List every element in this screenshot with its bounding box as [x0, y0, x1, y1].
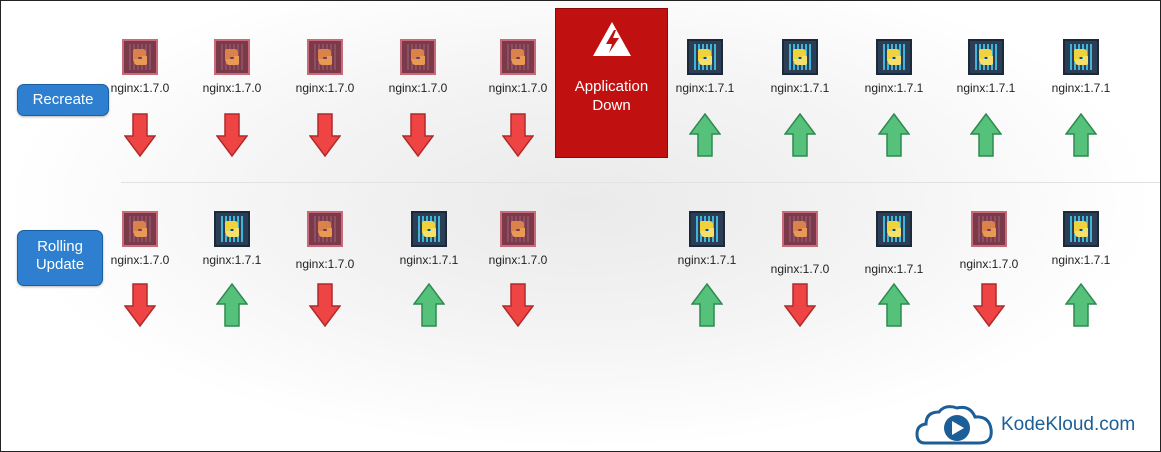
arrow-down-icon: [309, 113, 341, 157]
new-container-image-icon: [968, 39, 1004, 75]
rolling-pod: nginx:1.7.1: [379, 211, 479, 267]
old-container-image-icon: [122, 211, 158, 247]
recreate-pod: nginx:1.7.1: [936, 39, 1036, 95]
new-container-image-icon: [689, 211, 725, 247]
recreate-pod: nginx:1.7.0: [368, 39, 468, 95]
arrow-down-icon: [973, 283, 1005, 327]
old-container-image-icon: [307, 39, 343, 75]
arrow-down-icon: [502, 113, 534, 157]
new-container-image-icon: [687, 39, 723, 75]
pod-version-label: nginx:1.7.0: [110, 253, 170, 267]
old-container-image-icon: [782, 211, 818, 247]
old-container-image-icon: [122, 39, 158, 75]
recreate-pod: nginx:1.7.1: [750, 39, 850, 95]
rolling-pod: nginx:1.7.0: [939, 211, 1039, 271]
recreate-label-text: Recreate: [32, 91, 94, 108]
pod-version-label: nginx:1.7.0: [295, 257, 355, 271]
old-container-image-icon: [400, 39, 436, 75]
arrow-up-icon: [1065, 113, 1097, 157]
new-container-image-icon: [1063, 39, 1099, 75]
old-container-image-icon: [214, 39, 250, 75]
pod-version-label: nginx:1.7.1: [956, 81, 1016, 95]
new-container-image-icon: [876, 39, 912, 75]
pod-version-label: nginx:1.7.0: [959, 257, 1019, 271]
arrow-up-icon: [689, 113, 721, 157]
rolling-label-line2: Update: [35, 256, 85, 273]
pod-version-label: nginx:1.7.1: [864, 81, 924, 95]
arrow-up-icon: [216, 283, 248, 327]
arrow-up-icon: [1065, 283, 1097, 327]
old-container-image-icon: [500, 39, 536, 75]
arrow-up-icon: [970, 113, 1002, 157]
cloud-play-logo-icon: [915, 405, 993, 445]
arrow-down-icon: [784, 283, 816, 327]
new-container-image-icon: [782, 39, 818, 75]
downtime-line1: Application: [574, 78, 649, 95]
rolling-pod: nginx:1.7.0: [468, 211, 568, 267]
pod-version-label: nginx:1.7.1: [770, 81, 830, 95]
arrow-up-icon: [691, 283, 723, 327]
rolling-pod: nginx:1.7.1: [657, 211, 757, 267]
new-container-image-icon: [411, 211, 447, 247]
arrow-down-icon: [402, 113, 434, 157]
arrow-up-icon: [878, 113, 910, 157]
rolling-pod: nginx:1.7.1: [182, 211, 282, 267]
old-container-image-icon: [500, 211, 536, 247]
old-container-image-icon: [971, 211, 1007, 247]
arrow-up-icon: [784, 113, 816, 157]
pod-version-label: nginx:1.7.1: [864, 262, 924, 276]
pod-version-label: nginx:1.7.0: [388, 81, 448, 95]
rolling-pod: nginx:1.7.1: [844, 211, 944, 276]
rolling-pod: nginx:1.7.0: [750, 211, 850, 276]
pod-version-label: nginx:1.7.1: [1051, 253, 1111, 267]
pod-version-label: nginx:1.7.0: [295, 81, 355, 95]
arrow-down-icon: [309, 283, 341, 327]
row-divider: [121, 182, 1160, 183]
new-container-image-icon: [1063, 211, 1099, 247]
pod-version-label: nginx:1.7.1: [202, 253, 262, 267]
pod-version-label: nginx:1.7.1: [677, 253, 737, 267]
pod-version-label: nginx:1.7.0: [110, 81, 170, 95]
new-container-image-icon: [214, 211, 250, 247]
downtime-line2: Down: [592, 97, 631, 114]
pod-version-label: nginx:1.7.0: [488, 253, 548, 267]
pod-version-label: nginx:1.7.0: [770, 262, 830, 276]
pod-version-label: nginx:1.7.0: [488, 81, 548, 95]
application-down-banner: Application Down: [555, 8, 668, 158]
rolling-pod: nginx:1.7.0: [90, 211, 190, 267]
rolling-label-line1: Rolling: [37, 238, 83, 255]
arrow-up-icon: [878, 283, 910, 327]
recreate-pod: nginx:1.7.1: [844, 39, 944, 95]
rolling-pod: nginx:1.7.1: [1031, 211, 1131, 267]
arrow-down-icon: [216, 113, 248, 157]
recreate-strategy-label: Recreate: [17, 84, 109, 116]
brand-name: KodeKloud.com: [1001, 414, 1136, 435]
recreate-pod: nginx:1.7.1: [655, 39, 755, 95]
recreate-pod: nginx:1.7.0: [275, 39, 375, 95]
rolling-update-strategy-label: Rolling Update: [17, 230, 103, 286]
recreate-pod: nginx:1.7.0: [90, 39, 190, 95]
kodekloud-brand: KodeKloud.com: [915, 403, 1135, 447]
pod-version-label: nginx:1.7.0: [202, 81, 262, 95]
old-container-image-icon: [307, 211, 343, 247]
arrow-down-icon: [124, 113, 156, 157]
recreate-pod: nginx:1.7.1: [1031, 39, 1131, 95]
pod-version-label: nginx:1.7.1: [1051, 81, 1111, 95]
new-container-image-icon: [876, 211, 912, 247]
arrow-down-icon: [502, 283, 534, 327]
pod-version-label: nginx:1.7.1: [399, 253, 459, 267]
pod-version-label: nginx:1.7.1: [675, 81, 735, 95]
recreate-pod: nginx:1.7.0: [182, 39, 282, 95]
recreate-pod: nginx:1.7.0: [468, 39, 568, 95]
lightning-warning-icon: [592, 22, 631, 56]
arrow-up-icon: [413, 283, 445, 327]
rolling-pod: nginx:1.7.0: [275, 211, 375, 271]
arrow-down-icon: [124, 283, 156, 327]
